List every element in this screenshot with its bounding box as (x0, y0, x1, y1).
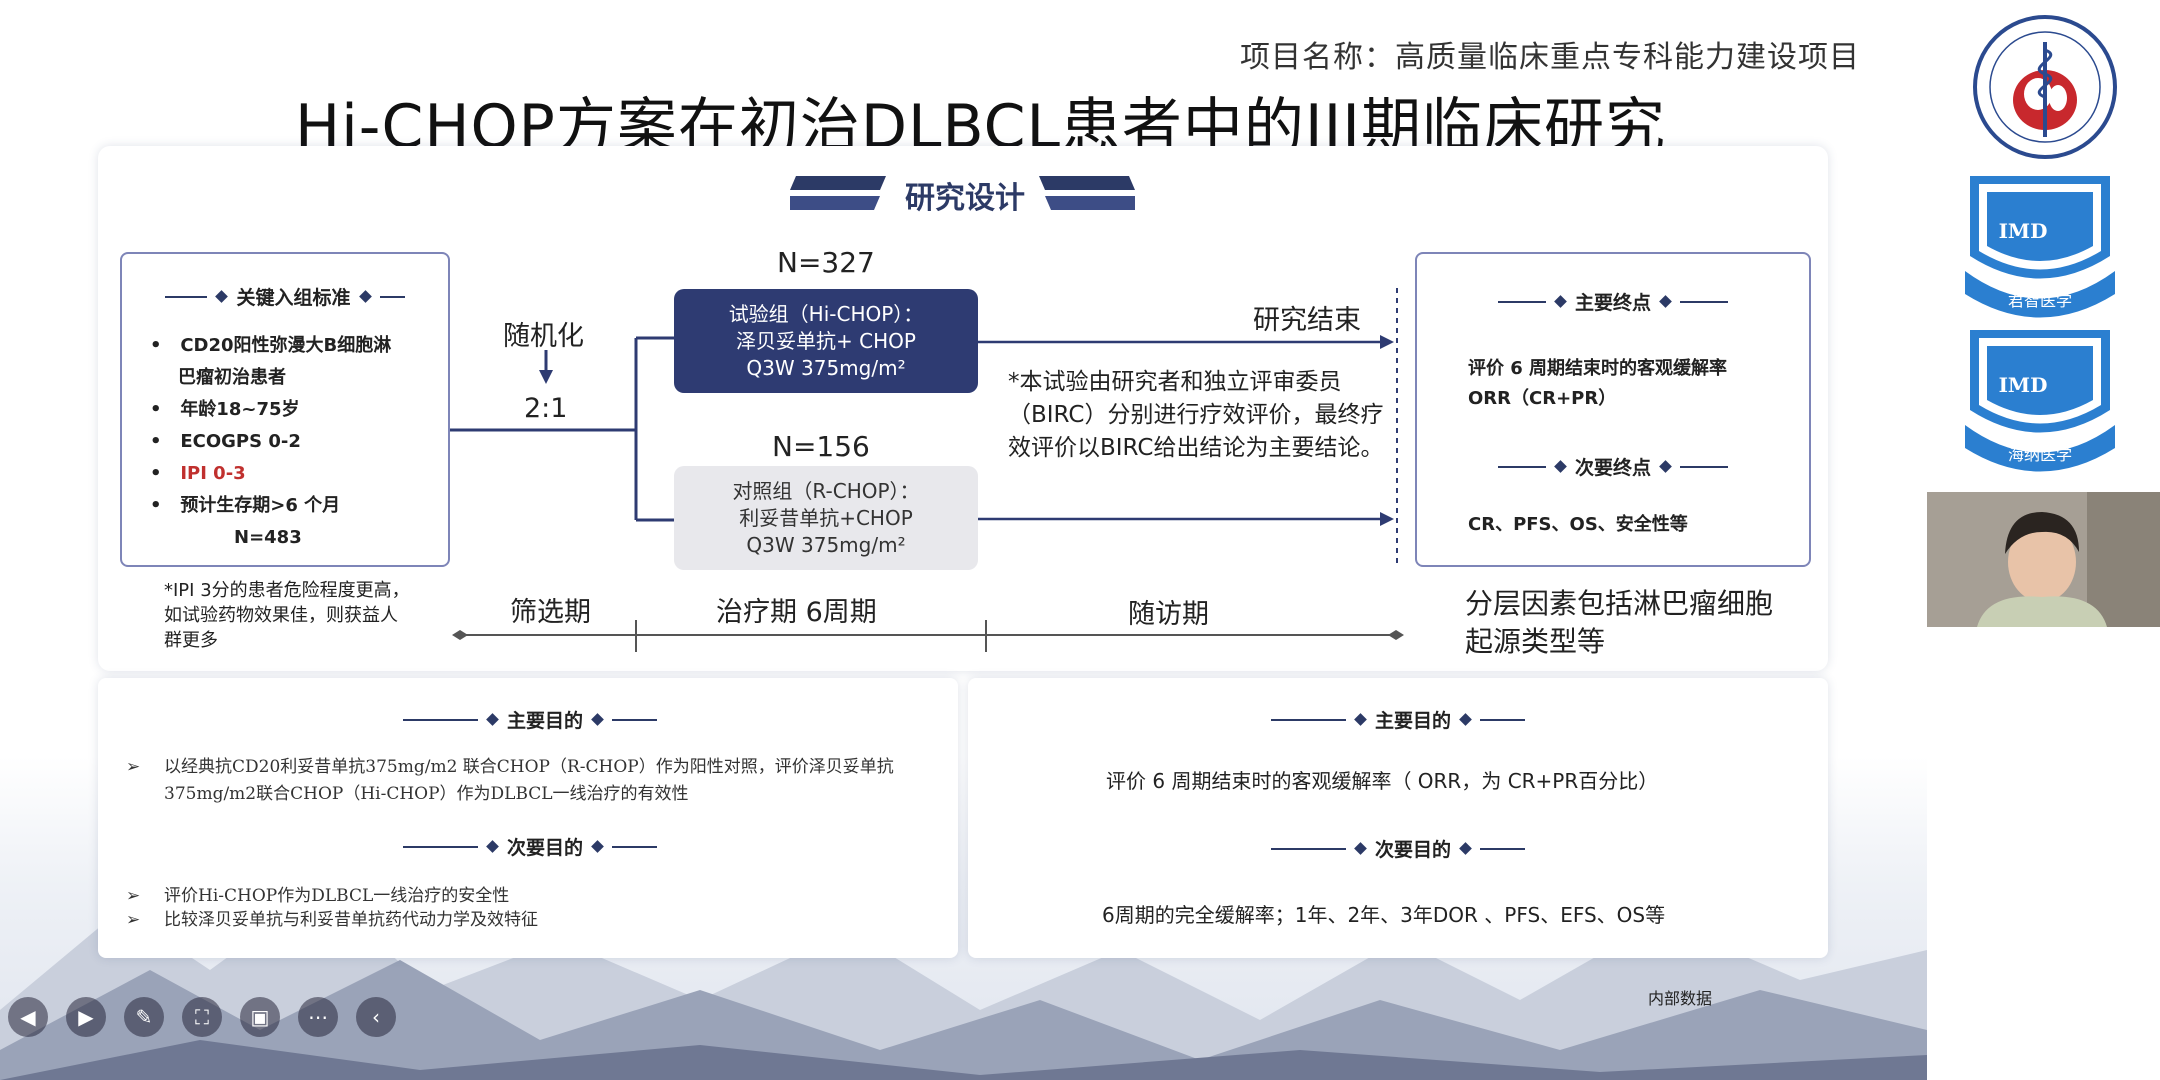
section-banner (790, 176, 1135, 210)
speaker-portrait (1927, 492, 2160, 627)
presentation-slide: 项目名称：高质量临床重点专科能力建设项目 Hi-CHOP方案在初治DLBCL患者… (0, 0, 1927, 1080)
shield-text: IMD (1999, 219, 2048, 243)
arm-line: 试验组（Hi-CHOP）： (728, 301, 924, 326)
arrow-bullet-icon: ➢ (126, 910, 141, 930)
inclusion-criteria-box (120, 252, 450, 567)
arm-line: 利妥昔单抗+CHOP (739, 505, 913, 530)
list-item: ➢评价Hi-CHOP作为DLBCL一线治疗的安全性 (126, 886, 510, 906)
endpoints-box (1415, 252, 1811, 567)
secondary-endpoint-heading: 次要终点 (1430, 453, 1796, 480)
experimental-arm-box: 试验组（Hi-CHOP）： 泽贝妥单抗+ CHOP Q3W 375mg/m² (674, 289, 978, 393)
phase-screening: 筛选期 (510, 597, 591, 628)
shield-label: 君智医学 (2008, 291, 2072, 310)
list-item: ➢比较泽贝妥单抗与利妥昔单抗药代动力学及效特征 (126, 910, 538, 930)
right-primary-objective-text: 评价 6 周期结束时的客观缓解率（ ORR，为 CR+PR百分比） (1106, 769, 1659, 793)
project-name: 项目名称：高质量临床重点专科能力建设项目 (1240, 40, 1860, 75)
arrow-bullet-icon: ➢ (126, 757, 141, 777)
shield-logo-junzhi: IMD 君智医学 (1965, 176, 2115, 318)
left-primary-objective-text: ➢以经典抗CD20利妥昔单抗375mg/m2 联合CHOP（R-CHOP）作为阳… (126, 754, 936, 808)
left-secondary-objective-heading: 次要目的 (300, 833, 760, 860)
next-slide-icon[interactable]: ▶ (66, 997, 106, 1037)
right-secondary-objective-heading: 次要目的 (1168, 835, 1628, 862)
previous-slide-icon[interactable]: ◀ (8, 997, 48, 1037)
presentation-toolbar: ◀ ▶ ✎ ⛶ ▣ ⋯ ‹ (8, 992, 438, 1042)
inclusion-criteria-list: • CD20阳性弥漫大B细胞淋 巴瘤初治患者 • 年龄18~75岁 • ECOG… (150, 330, 391, 554)
control-arm-n: N=156 (772, 430, 870, 463)
more-options-icon[interactable]: ⋯ (298, 997, 338, 1037)
webcam-video-feed[interactable] (1927, 492, 2160, 627)
objectives-left-panel (98, 678, 958, 958)
section-title: 研究设计 (905, 181, 1025, 216)
study-end-label: 研究结束 (1253, 305, 1361, 336)
pen-icon[interactable]: ✎ (124, 997, 164, 1037)
primary-endpoint-line1: 评价 6 周期结束时的客观缓解率 (1468, 358, 1728, 379)
ipi-note: *IPI 3分的患者危险程度更高，如试验药物效果佳，则获益人群更多 (164, 580, 410, 651)
primary-endpoint-line2: ORR（CR+PR） (1468, 388, 1617, 409)
shield-logo-haina: IMD 海纳医学 (1965, 330, 2115, 472)
randomization-label: 随机化 (503, 321, 584, 352)
objectives-right-panel (968, 678, 1828, 958)
back-icon[interactable]: ‹ (356, 997, 396, 1037)
arm-line: 对照组（R-CHOP）： (732, 478, 920, 503)
left-primary-objective-heading: 主要目的 (300, 706, 760, 733)
stratification-note: 分层因素包括淋巴瘤细胞起源类型等 (1465, 587, 1774, 658)
left-secondary-objective-list: ➢评价Hi-CHOP作为DLBCL一线治疗的安全性 ➢比较泽贝妥单抗与利妥昔单抗… (126, 884, 936, 932)
criteria-item: • ECOGPS 0-2 (150, 431, 301, 452)
arm-line: 泽贝妥单抗+ CHOP (736, 328, 916, 353)
shield-label: 海纳医学 (2008, 445, 2072, 464)
zoom-icon[interactable]: ⛶ (182, 997, 222, 1037)
criteria-item: • 年龄18~75岁 (150, 399, 300, 420)
criteria-item: 巴瘤初治患者 (178, 367, 286, 388)
experimental-arm-n: N=327 (777, 246, 875, 279)
inclusion-heading: 关键入组标准 (150, 283, 420, 310)
randomization-ratio: 2:1 (524, 393, 568, 424)
criteria-item: • IPI 0-3 (150, 463, 246, 484)
inclusion-heading-label: 关键入组标准 (236, 287, 351, 309)
phase-treatment: 治疗期 6周期 (716, 597, 877, 628)
camera-icon[interactable]: ▣ (240, 997, 280, 1037)
secondary-endpoint-text: CR、PFS、OS、安全性等 (1468, 514, 1688, 535)
primary-endpoint-heading: 主要终点 (1430, 288, 1796, 315)
arm-line: Q3W 375mg/m² (746, 355, 906, 380)
control-arm-box: 对照组（R-CHOP）： 利妥昔单抗+CHOP Q3W 375mg/m² (674, 466, 978, 570)
right-secondary-objective-text: 6周期的完全缓解率；1年、2年、3年DOR 、PFS、EFS、OS等 (1102, 903, 1666, 927)
internal-data-label: 内部数据 (1648, 989, 1713, 1008)
medical-foundation-logo (1973, 15, 2117, 159)
arm-line: Q3W 375mg/m² (746, 532, 906, 557)
shield-text: IMD (1999, 373, 2048, 397)
criteria-total: N=483 (234, 527, 302, 548)
irc-note: *本试验由研究者和独立评审委员（BIRC）分别进行疗效评价，最终疗效评价以BIR… (1008, 369, 1384, 461)
phase-followup: 随访期 (1128, 599, 1209, 630)
criteria-item: • 预计生存期>6 个月 (150, 495, 341, 516)
right-primary-objective-heading: 主要目的 (1168, 706, 1628, 733)
criteria-item: • CD20阳性弥漫大B细胞淋 (150, 335, 392, 356)
arrow-bullet-icon: ➢ (126, 886, 141, 906)
mountain-background (0, 890, 1927, 1080)
